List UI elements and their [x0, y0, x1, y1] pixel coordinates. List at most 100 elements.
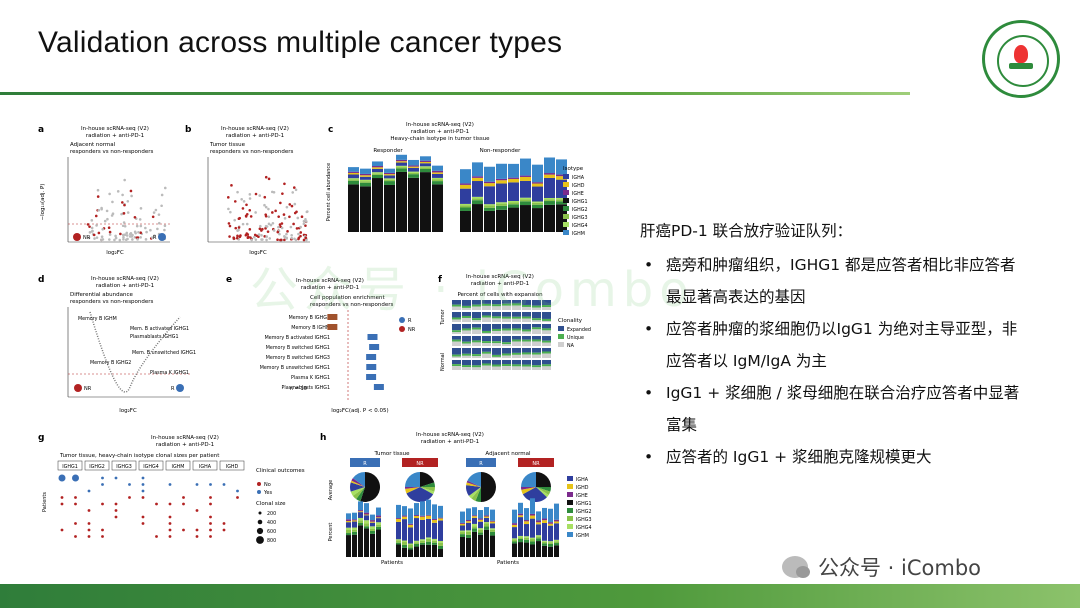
stacked-bar-segment — [548, 546, 553, 557]
isotype-label: IGHA — [199, 464, 212, 470]
volcano-point — [241, 207, 245, 210]
clone-dot — [209, 496, 212, 499]
stacked-bar-segment — [484, 186, 495, 205]
panel-g-letter: g — [38, 433, 44, 443]
stacked-bar-segment — [438, 505, 443, 518]
clonality-segment — [502, 348, 511, 354]
stacked-bar-segment — [384, 184, 395, 232]
stacked-bar-segment — [414, 515, 419, 519]
stacked-bar-segment — [490, 529, 495, 532]
legend-swatch — [563, 198, 569, 203]
stacked-bar-segment — [460, 523, 465, 526]
enrichment-row-label: Plasmablasts IGHG1 — [281, 385, 330, 391]
volcano-point — [248, 208, 252, 212]
clonality-segment — [542, 307, 551, 310]
volcano-point — [248, 193, 252, 196]
clonality-segment — [542, 353, 551, 358]
stacked-bar-segment — [346, 533, 351, 536]
stacked-bar-segment — [484, 515, 489, 517]
clonality-segment — [462, 330, 471, 334]
stacked-bar-segment — [478, 521, 483, 529]
volcano-point — [124, 238, 128, 242]
stacked-bar-segment — [554, 539, 559, 542]
panel-f-grid — [452, 300, 551, 370]
volcano-point — [249, 215, 253, 218]
clonality-segment — [492, 304, 501, 307]
stacked-bar-segment — [370, 530, 375, 534]
panel-e-n: n = 10 — [290, 386, 307, 392]
stacked-bar-segment — [420, 544, 425, 557]
stacked-bar-segment — [372, 172, 383, 174]
stacked-bar-segment — [554, 545, 559, 557]
volcano-point — [122, 221, 126, 224]
clonality-segment — [502, 312, 511, 317]
enrichment-box — [369, 344, 380, 350]
legend-swatch — [567, 484, 573, 489]
stacked-bar-segment — [396, 539, 401, 541]
volcano-point — [101, 227, 105, 231]
pie-slice — [468, 487, 481, 499]
stacked-bar-segment — [484, 517, 489, 523]
size-legend-dot — [256, 536, 264, 544]
stacked-bar-segment — [544, 177, 555, 198]
clonality-segment — [542, 320, 551, 322]
clone-dot — [141, 483, 145, 486]
panel-d-subtitle2: responders vs non-responders — [70, 299, 154, 305]
volcano-point — [111, 200, 114, 204]
volcano-point — [254, 211, 257, 214]
volcano-point — [267, 177, 271, 181]
stacked-bar-segment — [554, 521, 559, 524]
clonality-segment — [482, 312, 491, 316]
stacked-bar-segment — [438, 520, 443, 541]
volcano-point — [110, 214, 114, 217]
pie-slice — [356, 487, 365, 502]
stacked-bar-segment — [484, 529, 489, 557]
stacked-bar-segment — [346, 513, 351, 520]
stacked-bar-segment — [554, 503, 559, 520]
volcano-point — [290, 204, 294, 208]
volcano-point — [123, 178, 126, 182]
clone-dot — [182, 528, 185, 532]
clonality-segment — [532, 360, 541, 366]
stacked-bar-segment — [414, 543, 419, 547]
stacked-bar-segment — [472, 176, 483, 178]
stacked-bar-segment — [512, 527, 517, 539]
stacked-bar-segment — [508, 177, 519, 179]
clonality-segment — [482, 365, 491, 370]
stacked-bar-segment — [358, 525, 363, 557]
clonality-segment — [472, 306, 481, 310]
volcano-point — [260, 234, 263, 237]
volcano-point — [237, 217, 241, 220]
panel-f-title2: radiation + anti-PD-1 — [471, 281, 529, 287]
pie-slice — [536, 487, 551, 492]
clonality-segment — [542, 348, 551, 352]
clonality-segment — [542, 328, 551, 331]
panel-g-title1: In-house scRNA-seq (V2) — [151, 435, 219, 441]
stacked-bar-segment — [376, 518, 381, 523]
clonality-segment — [512, 312, 521, 317]
stacked-bar-segment — [520, 201, 531, 206]
clonality-segment — [532, 305, 541, 308]
panel-d-nr-label: NR — [84, 386, 92, 392]
stacked-bar-segment — [352, 527, 357, 530]
stacked-bar-segment — [496, 209, 507, 232]
clonality-segment — [482, 330, 491, 333]
clonality-segment — [452, 319, 461, 322]
volcano-point — [149, 228, 152, 232]
stacked-bar-segment — [530, 544, 535, 557]
panel-g-no-label: No — [264, 482, 271, 488]
stacked-bar-segment — [408, 543, 413, 545]
volcano-point — [227, 222, 231, 225]
legend-swatch — [563, 182, 569, 187]
stacked-bar-segment — [370, 521, 375, 523]
volcano-point — [126, 199, 130, 203]
volcano-point — [121, 193, 124, 197]
volcano-point — [88, 231, 92, 234]
stacked-bar-segment — [384, 172, 395, 175]
enrichment-box — [366, 364, 377, 370]
panel-d-nr-marker — [74, 384, 82, 392]
legend-label: IGHE — [572, 191, 584, 197]
clone-dot — [128, 496, 131, 499]
stacked-bar-segment — [460, 525, 465, 531]
stacked-bar-segment — [348, 167, 359, 172]
